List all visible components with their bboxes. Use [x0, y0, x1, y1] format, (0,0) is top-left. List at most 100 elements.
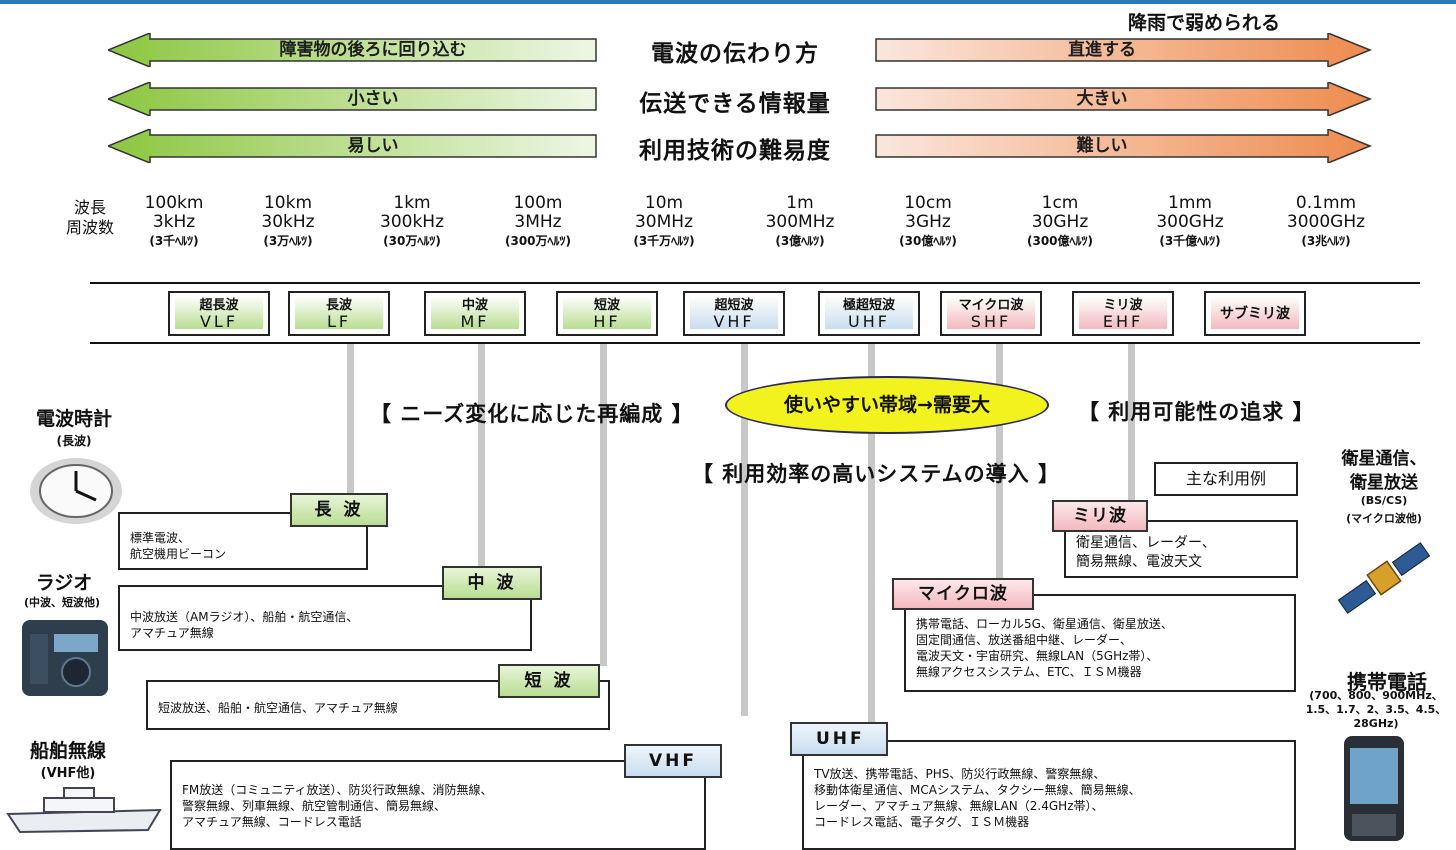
band-en-label: VHF — [713, 312, 755, 331]
example-line: 携帯電話、ローカル5G、衛星通信、衛星放送、 — [916, 617, 1173, 631]
vhf-example-box: FM放送（コミュニティ放送）、防災行政無線、消防無線、 警察無線、列車無線、航空… — [170, 760, 706, 850]
scale-wavelength: 1km — [393, 193, 431, 213]
left-arrow-difficulty: 易しい — [108, 129, 598, 163]
scale-freq: 3GHz — [905, 212, 951, 232]
band-jp-label: 超短波 — [714, 298, 754, 313]
example-line: コードレス電話、電子タグ、ＩＳＭ機器 — [814, 815, 1030, 829]
main-use-label: 主な利用例 — [1154, 462, 1298, 496]
scale-freq: 30GHz — [1031, 212, 1089, 232]
scale-wavelength: 10km — [263, 193, 313, 213]
example-line: 電波天文・宇宙研究、無線LAN（5GHz帯）、 — [916, 649, 1159, 663]
scale-frequency-jp: (30万ﾍﾙﾂ) — [383, 234, 441, 248]
wavelength-label: 波長 — [74, 198, 107, 217]
connector-vhf — [741, 344, 748, 716]
connector-ehf — [1128, 344, 1135, 500]
right-arrow-difficulty: 難しい — [874, 129, 1372, 163]
arrow-label: 大きい — [1076, 89, 1128, 109]
phone-title: 携帯電話 — [1347, 670, 1427, 694]
example-line: 航空機用ビーコン — [130, 547, 227, 561]
microwave-example-box: 携帯電話、ローカル5G、衛星通信、衛星放送、 固定間通信、放送番組中継、レーダー… — [904, 594, 1296, 692]
band-jp-label: 中波 — [461, 298, 488, 313]
connector-mf — [478, 344, 485, 568]
left-arrow-capacity: 小さい — [108, 82, 598, 116]
scale-frequency-jp: (3兆ﾍﾙﾂ) — [1301, 234, 1351, 248]
efficient-note: 【 利用効率の高いシステムの導入 】 — [692, 462, 1060, 486]
phone-icon — [1342, 734, 1406, 841]
connector-hf — [600, 344, 607, 666]
ship-icon — [4, 784, 164, 836]
example-line: レーダー、アマチュア無線、無線LAN（2.4GHz帯）、 — [814, 799, 1104, 813]
radio-sub: (中波、短波他) — [23, 596, 101, 609]
band-en-label: SHF — [970, 312, 1012, 331]
arrow-label: 難しい — [1076, 136, 1128, 156]
scale-frequency-jp: (3億ﾍﾙﾂ) — [775, 234, 825, 248]
row-title: 電波の伝わり方 — [651, 41, 819, 67]
right-arrow-propagation: 直進する — [874, 33, 1372, 67]
band-en-label: HF — [593, 312, 621, 331]
scale-freq: 30kHz — [261, 212, 315, 232]
scale-wavelength: 10m — [644, 193, 684, 213]
scale-wavelength: 0.1mm — [1295, 193, 1357, 213]
clock-sub: (長波) — [56, 434, 92, 448]
band-en-label: MF — [460, 312, 490, 331]
scale-freq: 3kHz — [152, 212, 196, 232]
reorg-note: 【 ニーズ変化に応じた再編成 】 — [370, 402, 694, 426]
scale-wavelength: 1m — [786, 193, 814, 213]
satellite-icon — [1334, 532, 1434, 624]
ship-title: 船舶無線 — [29, 740, 106, 762]
example-line: アマチュア無線、コードレス電話 — [182, 815, 362, 829]
phone-sub-2: 1.5、1.7、2、3.5、4.5、 — [1305, 703, 1447, 716]
pursuit-note: 【 利用可能性の追求 】 — [1078, 400, 1315, 424]
band-en-label: EHF — [1102, 312, 1144, 331]
band-jp-label: 超長波 — [199, 298, 239, 313]
phone-sub-3: 28GHz) — [1353, 717, 1399, 730]
scale-wavelength: 100km — [144, 193, 204, 213]
mf-tag: 中 波 — [442, 566, 542, 600]
sat-sub-1: (BS/CS) — [1360, 494, 1408, 507]
connector-lf — [347, 344, 354, 494]
connector-shf — [996, 344, 1003, 579]
scale-frequency-jp: (3千万ﾍﾙﾂ) — [633, 234, 695, 248]
example-line: 標準電波、 — [130, 531, 191, 545]
example-line: 無線アクセスシステム、ETC、ＩＳＭ機器 — [916, 665, 1142, 679]
frequency-label: 周波数 — [66, 218, 115, 237]
scale-frequency-jp: (3千ﾍﾙﾂ) — [149, 234, 199, 248]
band-box: サブミリ波 — [1204, 291, 1306, 336]
example-line: 固定間通信、放送番組中継、レーダー、 — [916, 633, 1132, 647]
scale-wavelength: 10cm — [904, 193, 952, 213]
scale-freq: 300MHz — [765, 212, 835, 232]
phone-sub-1: (700、800、900MHz、 — [1309, 689, 1443, 702]
arrow-label: 直進する — [1068, 40, 1136, 60]
scale-wavelength: 1mm — [1168, 193, 1212, 213]
band-jp-label: ミリ波 — [1103, 298, 1143, 313]
example-line: TV放送、携帯電話、PHS、防災行政無線、警察無線、 — [814, 767, 1106, 781]
scale-frequency-jp: (3千億ﾍﾙﾂ) — [1159, 234, 1221, 248]
clock-icon — [28, 456, 124, 526]
example-line: アマチュア無線 — [130, 626, 214, 640]
sat-sub-2: (マイクロ波他) — [1346, 512, 1422, 525]
scale-freq: 30MHz — [634, 212, 693, 232]
radio-title: ラジオ — [35, 572, 93, 594]
scale-frequency-jp: (300億ﾍﾙﾂ) — [1026, 234, 1094, 248]
demand-ellipse: 使いやすい帯域→需要大 — [725, 376, 1049, 434]
example-line: FM放送（コミュニティ放送）、防災行政無線、消防無線、 — [182, 783, 493, 797]
arrow-label: 障害物の後ろに回り込む — [279, 40, 467, 60]
scale-frequency-jp: (30億ﾍﾙﾂ) — [899, 234, 957, 248]
band-jp-label: 短波 — [593, 298, 620, 313]
row-title: 伝送できる情報量 — [639, 91, 831, 117]
rain-note: 降雨で弱められる — [1128, 12, 1281, 34]
row-title: 利用技術の難易度 — [639, 138, 831, 164]
clock-title: 電波時計 — [35, 408, 112, 430]
